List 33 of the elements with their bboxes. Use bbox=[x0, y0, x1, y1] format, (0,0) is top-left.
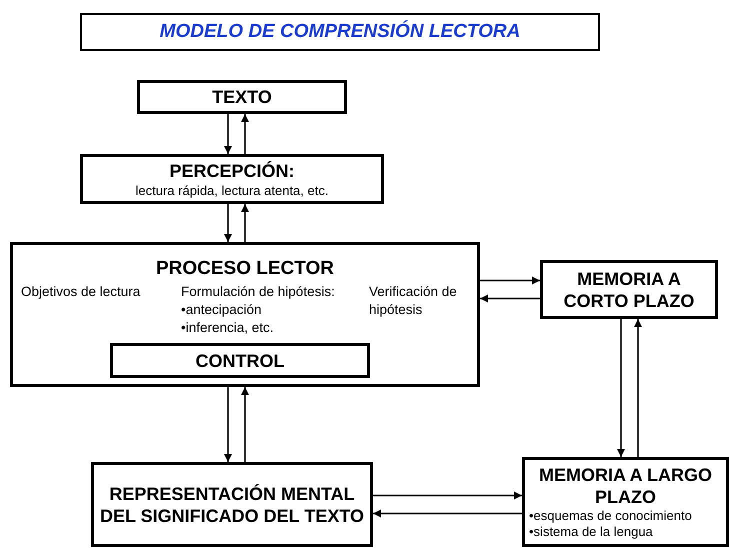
box-heading: REPRESENTACIÓN MENTAL DEL SIGNIFICADO DEL TEXTO bbox=[98, 482, 366, 526]
box-text: Objetivos de lectura bbox=[21, 283, 142, 301]
process-box bbox=[10, 242, 480, 387]
box-heading: MEMORIA A CORTO PLAZO bbox=[562, 268, 696, 312]
box-text: •esquemas de conocimiento bbox=[529, 508, 692, 524]
arrow bbox=[617, 319, 625, 457]
arrow bbox=[224, 204, 232, 242]
process-box bbox=[91, 462, 373, 547]
arrow bbox=[480, 294, 540, 302]
box-text: lectura rápida, lectura atenta, etc. bbox=[136, 182, 328, 198]
process-box bbox=[137, 80, 347, 114]
arrow bbox=[480, 276, 540, 284]
box-heading: CONTROL bbox=[196, 350, 284, 372]
arrow bbox=[224, 114, 232, 154]
arrow bbox=[224, 387, 232, 462]
box-text: •sistema de la lengua bbox=[529, 524, 653, 540]
process-box bbox=[540, 260, 718, 319]
arrow bbox=[241, 204, 249, 242]
process-box bbox=[80, 154, 384, 204]
box-heading: PERCEPCIÓN: bbox=[169, 160, 294, 182]
box-heading: TEXTO bbox=[212, 86, 272, 108]
box-heading: PROCESO LECTOR bbox=[154, 257, 336, 281]
title: MODELO DE COMPRENSIÓN LECTORA bbox=[160, 19, 520, 44]
process-box bbox=[110, 343, 370, 378]
arrow bbox=[634, 319, 642, 457]
box-heading: MEMORIA A LARGO PLAZO bbox=[538, 464, 713, 508]
arrow bbox=[241, 387, 249, 462]
arrow bbox=[373, 492, 522, 500]
arrow bbox=[241, 114, 249, 154]
arrow bbox=[373, 510, 522, 518]
box-text: Verificación de hipótesis bbox=[369, 283, 458, 319]
process-box bbox=[522, 457, 729, 547]
box-text: Formulación de hipótesis: •antecipación •inferencia, etc. bbox=[181, 283, 336, 337]
